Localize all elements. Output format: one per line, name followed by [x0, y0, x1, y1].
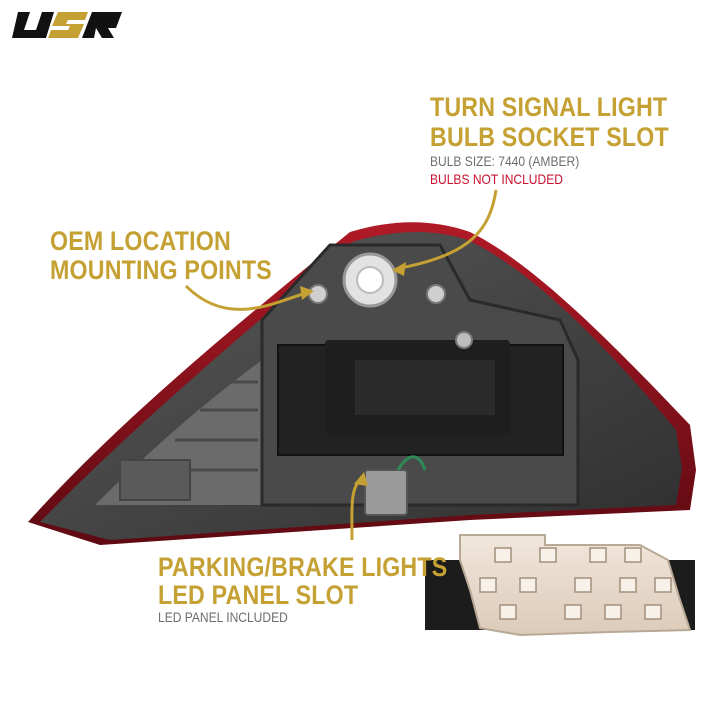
left-clip: [119, 459, 191, 501]
led-panel-included-text: LED PANEL INCLUDED: [158, 609, 288, 625]
led-panel-title-line2: LED PANEL SLOT: [158, 580, 359, 610]
arrowhead-turn: [392, 262, 406, 276]
arrow-turn-signal: [399, 189, 498, 270]
mounting-point-left: [308, 284, 328, 304]
arrowhead-led: [354, 472, 368, 486]
usr-logo: [12, 12, 122, 38]
bulbs-not-included-text: BULBS NOT INCLUDED: [430, 171, 563, 187]
arrow-heads: [300, 262, 406, 486]
arrow-oem-mounting: [184, 284, 311, 311]
slot-window: [355, 360, 495, 415]
led-panel: [425, 534, 695, 637]
mounting-point-lower: [455, 331, 473, 349]
oem-title-line2: MOUNTING POINTS: [50, 255, 272, 285]
wire-connector: [364, 469, 408, 516]
turn-signal-socket-inner: [356, 266, 384, 294]
bulb-size-text: BULB SIZE: 7440 (AMBER): [430, 153, 580, 169]
turn-signal-title-line2: BULB SOCKET SLOT: [430, 122, 669, 152]
mounting-point-right: [426, 284, 446, 304]
logo-glyphs: [12, 12, 122, 38]
turn-signal-title-line1: TURN SIGNAL LIGHT: [430, 92, 668, 122]
wires: [396, 455, 427, 471]
oem-title-line1: OEM LOCATION: [50, 226, 231, 256]
led-chips: [479, 547, 672, 620]
arrowhead-oem: [300, 286, 314, 300]
led-panel-title-line1: PARKING/BRAKE LIGHTS: [158, 552, 448, 582]
